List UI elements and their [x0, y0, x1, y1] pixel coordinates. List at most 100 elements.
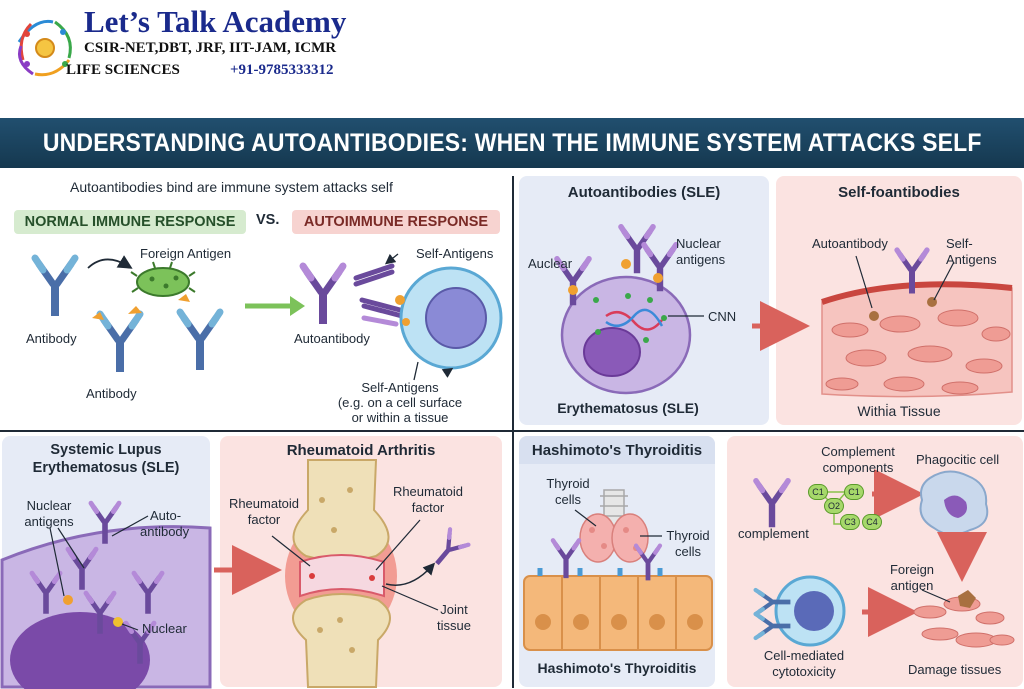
foreign-antigen-label: antigen — [890, 578, 934, 593]
rheumatoid-factor-label: factor — [247, 512, 281, 527]
nuclear-antigens-label: Nuclear — [676, 236, 721, 251]
bound-autoantibody-icon — [353, 263, 405, 327]
pointer-line — [921, 589, 951, 603]
self-antigens-note: (e.g. on a cell surface — [337, 395, 463, 410]
self-foantibodies-footer: Withi̇a Tissue — [857, 403, 941, 419]
nuclear-antigen-icon — [621, 259, 631, 269]
hashimoto-title-box — [519, 436, 715, 464]
pointer-line — [413, 362, 450, 381]
self-antigens-note: or within a tissue — [351, 410, 449, 425]
complement-c1-badge: C1 — [808, 484, 828, 500]
foreign-antigen-icon — [130, 261, 196, 297]
nuclear-antigens-label: Nuclear — [26, 498, 72, 513]
self-antigens-label: Self- — [946, 236, 973, 251]
self-foantibodies-title: Self-foantibodies — [838, 184, 960, 201]
nuclear-antigens-label: antigens — [24, 514, 74, 529]
autoimmune-response-pill: AUTOIMMUNE RESPONSE — [292, 210, 500, 234]
banner-title: UNDERSTANDING AUTOANTIBODIES: WHEN THE I… — [42, 128, 982, 157]
damage-tissues-label: Damage tissues — [908, 662, 1002, 677]
self-antigens-label: Self-Antigens — [361, 380, 439, 395]
foreign-antigen-label: Foreign — [889, 562, 935, 577]
pointer-line — [121, 623, 139, 631]
phagocytic-cell-label: Phagocitic cell — [916, 452, 1000, 467]
antibody-icon — [35, 258, 75, 316]
self-antigens-label: Antigens — [946, 252, 997, 267]
release-arrow — [385, 562, 436, 586]
normal-response-pill: NORMAL IMMUNE RESPONSE — [14, 210, 246, 234]
thyroid-cells-label: Thyroid — [546, 476, 590, 491]
nuclear-antigen-icon — [568, 285, 578, 295]
complement-components-label: components — [822, 460, 894, 475]
auclear-label: Auclear — [528, 256, 573, 271]
pointer-line — [111, 515, 149, 537]
nuclear-antigen-icon — [653, 273, 663, 283]
antibody-icon — [100, 314, 140, 372]
joint-tissue-label: Joint — [440, 602, 468, 617]
thyroid-cells-label: cells — [674, 544, 701, 559]
thyroid-icon — [579, 489, 649, 563]
hashimoto-footer: Hashimoto's Thyroiditis — [537, 660, 697, 676]
academy-title: Let’s Talk Academy — [84, 4, 347, 39]
autoantibody-label: Autoantibody — [812, 236, 888, 251]
thyroid-cell-layer-icon — [523, 568, 713, 651]
tissue-icon — [821, 281, 1013, 398]
autoantibody-icon — [428, 529, 469, 571]
antigen-fragment-icon — [92, 294, 190, 320]
thyroid-cells-label: Thyroid — [666, 528, 710, 543]
antibody-label: Antibody — [86, 386, 137, 401]
antibody-icon — [180, 312, 220, 370]
thyroid-cells-label: cells — [554, 492, 581, 507]
autoantibody-icon — [756, 481, 788, 527]
rheumatoid-factor-label: Rheumatoid — [228, 496, 300, 511]
self-antigens-label: Self-Antigens — [416, 246, 494, 261]
complement-c3-badge: C3 — [840, 514, 860, 530]
autoantibody-label: Auto- — [150, 508, 182, 523]
nuclear-label: Nuclear — [142, 621, 187, 636]
sle-top-footer: Erythematosus (SLE) — [557, 400, 699, 416]
academy-phone: +91-9785333312 — [230, 62, 334, 78]
sle-cell-icon — [560, 275, 692, 395]
rheumatoid-factor-label: Rheumatoid — [392, 484, 464, 499]
pointer-line — [933, 261, 955, 301]
vertical-divider — [512, 176, 514, 688]
title-banner: UNDERSTANDING AUTOANTIBODIES: WHEN THE I… — [0, 118, 1024, 168]
cnn-label: CNN — [708, 309, 737, 324]
complement-label: complement — [738, 526, 809, 541]
foreign-antigen-label: Foreign Antigen — [140, 246, 232, 261]
cytotoxic-cell-icon — [774, 575, 846, 647]
antibody-label: Antibody — [26, 331, 77, 346]
academy-life-sciences: LIFE SCIENCES — [66, 62, 180, 78]
autoantibody-label: Autoantibody — [294, 331, 370, 346]
autoantibody-label: antibody — [140, 524, 190, 539]
autoantibody-icon — [553, 540, 579, 578]
joint-icon — [285, 459, 397, 688]
vs-label: VS. — [256, 212, 280, 228]
binding-arrow — [87, 255, 133, 269]
pointer-line — [855, 255, 873, 309]
nuclear-antigens-label: antigens — [676, 252, 726, 267]
pointer-line — [49, 527, 85, 597]
complement-c4-badge: C4 — [862, 514, 882, 530]
hashimoto-title: Hashimoto's Thyroiditis — [531, 442, 703, 459]
academy-subtitle: CSIR-NET,DBT, JRF, IIT-JAM, ICMR — [84, 40, 337, 56]
complement-c1-badge: C1 — [844, 484, 864, 500]
complement-o2-badge: O2 — [824, 498, 844, 514]
phagocytic-cell-icon — [919, 470, 989, 536]
green-arrow-head — [290, 296, 305, 316]
intro-caption: Autoantibodies bind are immune system at… — [70, 179, 393, 195]
pointer-line — [375, 519, 421, 571]
target-cell-icon — [395, 266, 503, 370]
pointer-line — [574, 509, 662, 537]
cell-mediated-label: cytotoxicity — [772, 664, 836, 679]
sle-top-title: Autoantibodies (SLE) — [567, 184, 721, 201]
pointer-line — [381, 585, 439, 611]
autoantibody-icon — [303, 266, 343, 324]
rheumatoid-factor-label: factor — [411, 500, 445, 515]
sle-bottom-title: Erythematosus (SLE) — [32, 460, 180, 476]
rheumatoid-title: Rheumatoid Arthritis — [286, 442, 436, 459]
sle-bottom-title: Systemic Lupus — [50, 442, 162, 458]
damaged-tissue-icon — [913, 590, 1015, 648]
complement-components-label: Complement — [821, 444, 895, 459]
pointer-line — [384, 253, 399, 265]
